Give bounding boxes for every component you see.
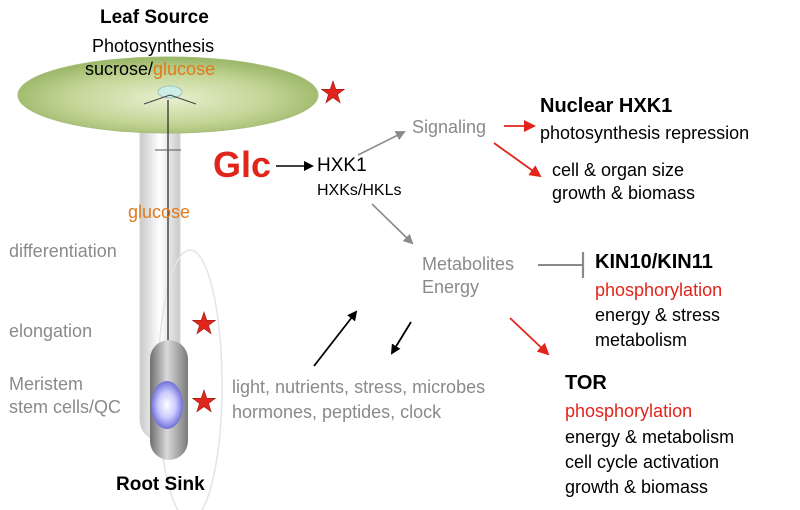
leaf-source-title: Leaf Source [100, 7, 209, 28]
nuclear-hxk1-title: Nuclear HXK1 [540, 95, 673, 117]
meristem-label: Meristem [9, 374, 84, 394]
kin-phosphorylation-label: phosphorylation [595, 280, 723, 300]
meristem-star-icon [191, 389, 217, 413]
metabolites-label: Metabolites [422, 254, 515, 274]
energy-metabolism-label: energy & metabolism [565, 427, 735, 447]
energy-label: Energy [422, 277, 480, 297]
nuclear-growth-biomass-label: growth & biomass [552, 183, 696, 203]
leaf-node [157, 85, 183, 99]
elongation-label: elongation [9, 321, 93, 341]
stem-glucose-label: glucose [128, 202, 191, 222]
hxk1-label: HXK1 [317, 155, 367, 176]
tor-title: TOR [565, 372, 607, 394]
environment-line-1: light, nutrients, stress, microbes [232, 377, 486, 397]
photosynthesis-repression-label: photosynthesis repression [540, 123, 750, 143]
glc-label: Glc [213, 144, 272, 185]
energy-stress-label: energy & stress [595, 305, 721, 325]
hxks-hkls-label: HXKs/HKLs [317, 182, 402, 199]
environment-line-2: hormones, peptides, clock [232, 402, 442, 422]
hxk1-to-metabolites-arrow [371, 203, 414, 245]
stem-cells-qc-label: stem cells/QC [9, 397, 122, 417]
metabolism-label: metabolism [595, 330, 688, 350]
cell-cycle-activation-label: cell cycle activation [565, 452, 720, 472]
leaf-star-icon [320, 80, 346, 104]
sugar-label: sucrose/glucose [85, 59, 215, 80]
quiescent-center-icon [151, 381, 183, 429]
signaling-label: Signaling [412, 117, 487, 137]
leaf-vein-right [169, 94, 197, 105]
photosynthesis-label: Photosynthesis [92, 36, 215, 56]
environment-down-arrow [390, 321, 412, 355]
kin10-kin11-title: KIN10/KIN11 [595, 251, 713, 273]
environment-up-arrow [313, 310, 358, 367]
energy-to-tor-arrow [509, 317, 550, 356]
elongation-star-icon [191, 311, 217, 335]
leaf-vein-left [143, 94, 171, 105]
root-sink-title: Root Sink [116, 474, 205, 495]
signaling-to-growth-arrow [493, 142, 542, 178]
hxk1-to-signaling-arrow [357, 131, 406, 156]
differentiation-label: differentiation [9, 241, 117, 261]
tor-growth-biomass-label: growth & biomass [565, 477, 709, 497]
cell-organ-size-label: cell & organ size [552, 160, 685, 180]
glucose-text: glucose [153, 59, 216, 79]
tor-phosphorylation-label: phosphorylation [565, 401, 693, 421]
sucrose-text: sucrose/ [85, 59, 154, 79]
